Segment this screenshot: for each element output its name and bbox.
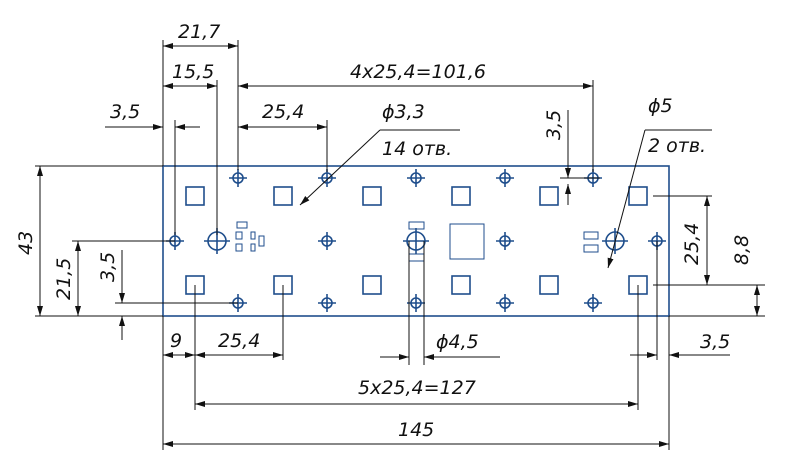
dim-21-5: 21,5	[53, 258, 75, 300]
led-pad	[273, 186, 293, 206]
dim-4x25-4: 4x25,4=101,6	[350, 61, 486, 83]
dimension-labels: 21,7 15,5 4x25,4=101,6 3,5 25,4 ϕ3,3 14 …	[15, 21, 753, 441]
dim-3-5-left: 3,5	[97, 252, 119, 282]
dim-43: 43	[15, 231, 37, 255]
led-pad	[628, 186, 648, 206]
board	[162, 165, 670, 317]
hole-big-count: 2 отв.	[648, 135, 706, 157]
dim-25-4-right: 25,4	[681, 223, 703, 265]
dim-8-8: 8,8	[731, 235, 753, 265]
led-pad	[451, 186, 471, 206]
dim-3-5-right-top: 3,5	[543, 110, 565, 140]
led-pad	[451, 275, 471, 295]
led-pad	[539, 186, 559, 206]
dim-5x25-4: 5x25,4=127	[358, 377, 476, 399]
led-pad	[185, 186, 205, 206]
dim-21-7: 21,7	[178, 21, 220, 43]
hole-small-count: 14 отв.	[382, 138, 452, 160]
dim-15-5: 15,5	[172, 61, 214, 83]
dim-25-4-bottom: 25,4	[218, 330, 260, 352]
dim-25-4-top: 25,4	[262, 101, 304, 123]
dim-3-5-top: 3,5	[110, 101, 140, 123]
led-pad	[362, 186, 382, 206]
hole-small-label: ϕ3,3	[382, 101, 425, 123]
dim-9: 9	[170, 330, 182, 352]
dim-3-5-right: 3,5	[700, 331, 730, 353]
center-pad	[449, 223, 485, 260]
hole-center-label: ϕ4,5	[436, 331, 479, 353]
led-pad	[362, 275, 382, 295]
dim-145: 145	[398, 419, 434, 441]
hole-big-label: ϕ5	[648, 95, 673, 117]
dimension-lines	[35, 40, 765, 450]
led-pad	[539, 275, 559, 295]
